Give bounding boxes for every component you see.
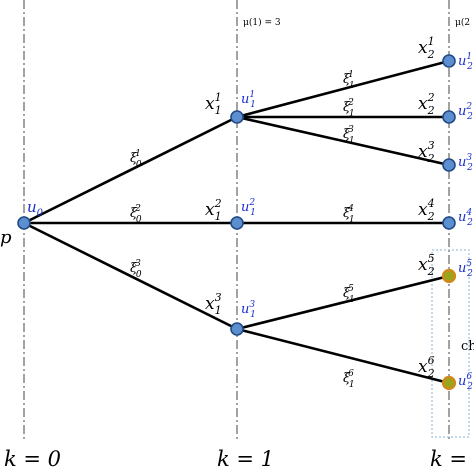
root-control-label: u0 [27,198,44,219]
stage-annotation-mu2: μ(2 [455,17,470,28]
stage-annotation-mu1: μ(1) = 3 [243,17,281,28]
edge-root-x1-1 [22,115,239,225]
edge-x1-3-x2-6 [235,327,451,385]
edge-x1-3-x2-5 [235,274,451,331]
stage-label-k1: k = 1 [217,447,274,471]
node-x1-1 [230,110,244,124]
node-x2-3 [442,158,456,172]
node-x2-2 [442,110,456,124]
edge-root-x1-3 [22,221,239,331]
edge-x1-1-x2-3 [235,115,451,167]
node-x1-2 [230,216,244,230]
node-x2-6 [441,375,457,391]
stage-label-k0: k = 0 [4,447,61,471]
chance-box-label: ch [461,339,474,354]
node-x2-1 [442,54,456,68]
root-state-label: p [0,227,12,248]
node-x1-3 [230,322,244,336]
stage-label-k2: k = [430,447,467,471]
edge-x1-1-x2-1 [235,59,451,119]
node-root [17,216,31,230]
node-x2-5 [441,268,457,284]
node-x2-4 [442,216,456,230]
